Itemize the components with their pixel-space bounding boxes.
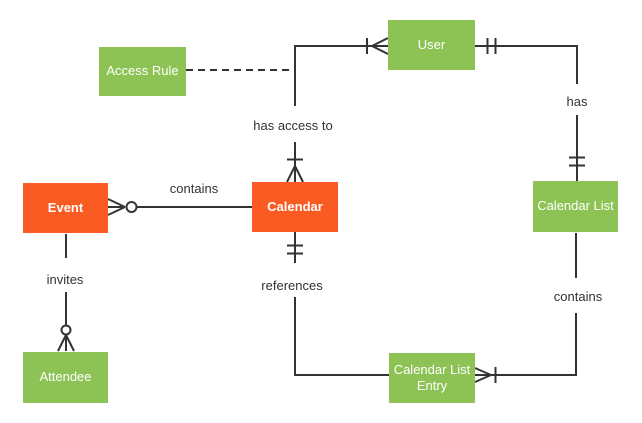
entity-attendee[interactable]: Attendee (23, 352, 108, 403)
line-references-lower (294, 297, 389, 376)
crows-foot-many-attendee (57, 334, 75, 352)
relationship-label-has-access-to: has access to (253, 118, 333, 133)
entity-access-rule[interactable]: Access Rule (99, 47, 186, 96)
line-contains-right-lower (491, 313, 577, 376)
connector-event-attendee (57, 234, 75, 352)
connector-event-calendar (107, 198, 252, 216)
entity-calendar-list-entry[interactable]: Calendar List Entry (389, 353, 475, 403)
entity-user[interactable]: User (388, 20, 475, 70)
relationship-label-invites: invites (46, 272, 84, 287)
double-bar-calendarlist-top (569, 156, 585, 167)
entity-calendar-list[interactable]: Calendar List (533, 181, 618, 232)
zero-circle-attendee (60, 324, 72, 336)
crows-foot-many-event (107, 198, 126, 216)
zero-circle-event (125, 201, 138, 213)
double-bar-calendar-bottom (287, 244, 303, 255)
line-has-access-upper (294, 45, 372, 106)
relationship-label-contains-event-calendar: contains (169, 181, 219, 196)
connector-user-calendarlist (475, 38, 585, 181)
relationship-label-contains-calendarlist: contains (553, 289, 603, 304)
connector-calendar-user (286, 37, 389, 183)
relationship-label-has: has (566, 94, 588, 109)
entity-calendar[interactable]: Calendar (252, 182, 338, 232)
crows-foot-many-calendar-top (286, 165, 304, 183)
crows-foot-many-entry-right (474, 367, 492, 383)
relationship-label-references: references (261, 278, 323, 293)
crows-foot-many-user (371, 37, 389, 55)
entity-event[interactable]: Event (23, 183, 108, 233)
connector-calendarlist-entry (474, 233, 577, 383)
line-has-upper (475, 45, 578, 84)
double-bar-user-right (486, 38, 497, 54)
connector-calendar-entry (287, 232, 389, 376)
